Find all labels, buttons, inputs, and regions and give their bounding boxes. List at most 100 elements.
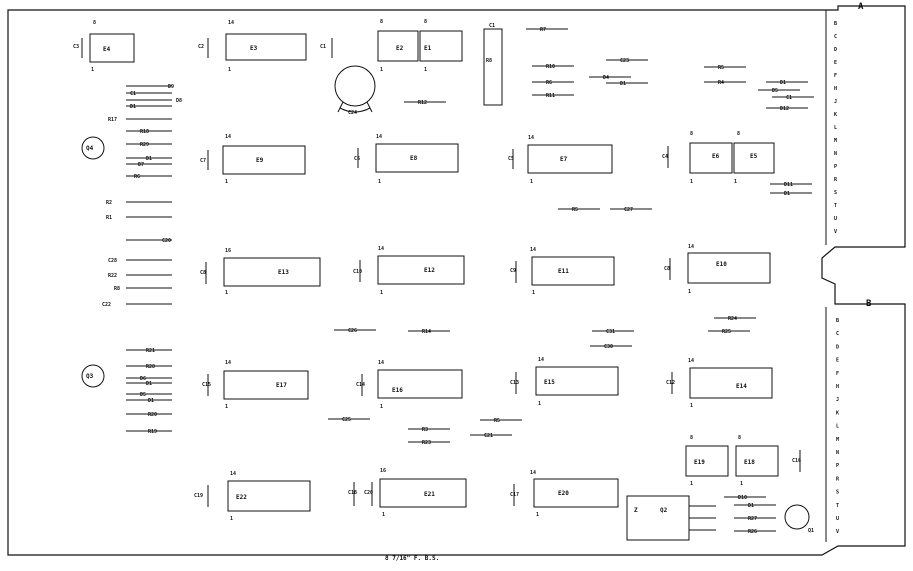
ic-e21: 16 E21 1 bbox=[379, 468, 467, 518]
component: D5 bbox=[758, 88, 800, 94]
component: R12 bbox=[404, 100, 446, 106]
connector_b-pin: F bbox=[836, 371, 839, 377]
ic-e20: 14 E20 1 bbox=[530, 470, 619, 518]
ic-e7: 14 E7 1 bbox=[527, 135, 613, 185]
svg-text:C6: C6 bbox=[354, 156, 360, 162]
svg-text:D8: D8 bbox=[176, 98, 182, 104]
svg-text:D5: D5 bbox=[140, 392, 146, 398]
svg-text:R8: R8 bbox=[486, 58, 492, 64]
transistor-q1: Q1 bbox=[784, 504, 814, 534]
svg-text:D1: D1 bbox=[130, 104, 136, 110]
component: D11 bbox=[770, 182, 812, 188]
capacitor-c16: C16 bbox=[792, 450, 801, 472]
svg-text:E6: E6 bbox=[712, 153, 720, 160]
svg-text:8: 8 bbox=[737, 131, 740, 137]
left-component: D1 bbox=[126, 381, 172, 387]
connector_b-pin: U bbox=[836, 516, 839, 522]
svg-text:R19: R19 bbox=[148, 429, 157, 435]
left-component: R8 bbox=[114, 286, 172, 292]
connector_a-pin: S bbox=[834, 190, 837, 196]
component: R3 bbox=[408, 427, 450, 433]
svg-text:E16: E16 bbox=[392, 387, 403, 394]
left-component-column: C1D1D9D8R17R18R29D1D7R6R2R1C20C28R22R8C2… bbox=[102, 84, 182, 435]
component: R10 bbox=[532, 64, 574, 70]
connector_b-pin: C bbox=[836, 331, 839, 337]
svg-text:C18: C18 bbox=[348, 490, 357, 496]
connector_b-pin: J bbox=[836, 397, 839, 403]
ic-e5: 8 E5 1 bbox=[733, 131, 775, 185]
capacitor-c20: C20 bbox=[364, 482, 373, 506]
svg-text:14: 14 bbox=[688, 358, 694, 364]
connector_a-pin: N bbox=[834, 151, 837, 157]
connector_a-pin: H bbox=[834, 86, 837, 92]
svg-text:R3: R3 bbox=[422, 427, 428, 433]
connector_a-pin: T bbox=[834, 203, 837, 209]
component: D10 bbox=[724, 495, 766, 501]
left-component: D1 bbox=[126, 398, 172, 404]
connector_a-pin: E bbox=[834, 60, 837, 66]
svg-text:C2: C2 bbox=[198, 44, 204, 50]
svg-text:1: 1 bbox=[690, 179, 693, 185]
svg-text:1: 1 bbox=[378, 179, 381, 185]
svg-text:8: 8 bbox=[93, 20, 96, 26]
svg-text:C3: C3 bbox=[73, 44, 79, 50]
svg-text:16: 16 bbox=[225, 248, 231, 254]
left-component: R19 bbox=[126, 429, 172, 435]
svg-text:14: 14 bbox=[225, 360, 231, 366]
connector_b-pin: H bbox=[836, 384, 839, 390]
svg-text:E3: E3 bbox=[250, 45, 258, 52]
svg-text:D4: D4 bbox=[603, 75, 609, 81]
svg-text:E17: E17 bbox=[276, 382, 287, 389]
svg-text:R20: R20 bbox=[148, 412, 157, 418]
ic-e1: 8 E1 1 bbox=[419, 19, 463, 73]
component: R26 bbox=[734, 529, 776, 535]
svg-text:14: 14 bbox=[230, 471, 236, 477]
left-component: D8 bbox=[126, 98, 182, 104]
capacitor-c12: C12 bbox=[666, 372, 675, 394]
component: D4 bbox=[589, 75, 631, 81]
svg-text:C10: C10 bbox=[353, 269, 362, 275]
svg-text:D11: D11 bbox=[784, 182, 793, 188]
left-component: C1 bbox=[126, 91, 172, 97]
svg-text:1: 1 bbox=[225, 290, 228, 296]
svg-text:C28: C28 bbox=[108, 258, 117, 264]
svg-text:1: 1 bbox=[380, 290, 383, 296]
svg-text:1: 1 bbox=[690, 403, 693, 409]
ic-e17: 14 E17 1 bbox=[223, 360, 309, 410]
transistor-q2: Z Q2 bbox=[626, 495, 716, 541]
left-component: R22 bbox=[108, 273, 172, 279]
capacitor-c1: C1 bbox=[320, 38, 333, 58]
connector_b-pin: R bbox=[836, 476, 840, 482]
connector_a-pin: C bbox=[834, 34, 837, 40]
svg-text:1: 1 bbox=[228, 67, 231, 73]
svg-text:C16: C16 bbox=[792, 458, 801, 464]
svg-text:E22: E22 bbox=[236, 494, 247, 501]
component: D1 bbox=[606, 81, 648, 87]
connector_b-pin: S bbox=[836, 490, 839, 496]
connector_b-pin: P bbox=[836, 463, 839, 469]
svg-text:E4: E4 bbox=[103, 46, 111, 53]
svg-text:E8: E8 bbox=[410, 155, 418, 162]
svg-text:14: 14 bbox=[688, 244, 694, 250]
svg-text:R22: R22 bbox=[108, 273, 117, 279]
connector-b-header: B bbox=[866, 299, 872, 309]
svg-text:R18: R18 bbox=[140, 129, 149, 135]
svg-text:1: 1 bbox=[532, 290, 535, 296]
connector_b-pin: K bbox=[836, 410, 839, 416]
svg-text:R28: R28 bbox=[146, 364, 155, 370]
svg-text:8: 8 bbox=[380, 19, 383, 25]
connector_a-pin: M bbox=[834, 138, 837, 144]
connector_a-pin: F bbox=[834, 73, 837, 79]
left-component: R18 bbox=[126, 129, 172, 135]
svg-text:E11: E11 bbox=[558, 268, 569, 275]
svg-text:C8: C8 bbox=[200, 270, 206, 276]
capacitor-c4: C4 bbox=[662, 146, 669, 168]
board-outline bbox=[7, 5, 906, 556]
ic-e15: 14 E15 1 bbox=[535, 357, 619, 407]
svg-text:Q4: Q4 bbox=[86, 145, 94, 152]
component: C21 bbox=[470, 433, 512, 439]
component: R25 bbox=[708, 329, 750, 335]
